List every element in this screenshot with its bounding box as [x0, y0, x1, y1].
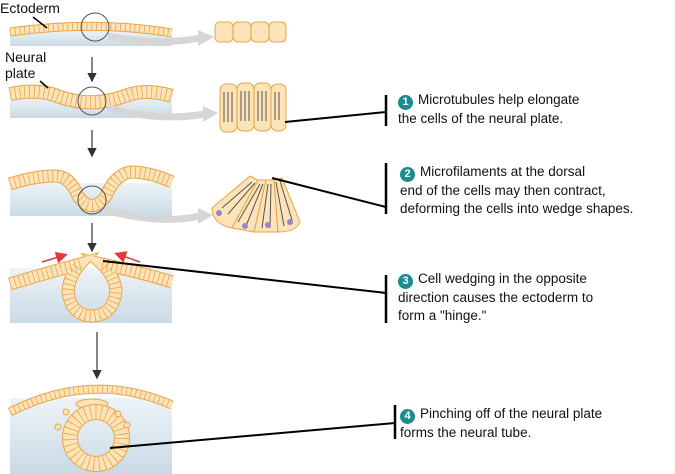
elongated-cells-inset	[219, 82, 287, 133]
red-arrow-icon	[114, 251, 141, 263]
cuboidal-cells-inset	[214, 21, 287, 43]
step-1-text: 1 Microtubules help elongate the cells of…	[398, 91, 579, 128]
stage-2-neural-plate	[8, 80, 287, 133]
step-number-badge: 4	[400, 409, 415, 424]
stage-3-neural-groove	[8, 165, 301, 233]
step-line: direction causes the ectoderm to	[398, 290, 594, 305]
red-arrow-icon	[41, 251, 68, 264]
step-number-badge: 1	[398, 95, 413, 110]
step-number-badge: 2	[400, 167, 415, 182]
stage-5-neural-tube	[7, 384, 174, 474]
step-4-text: 4 Pinching off of the neural plate forms …	[400, 405, 602, 442]
step-number-badge: 3	[398, 274, 413, 289]
stage-1-ectoderm	[9, 12, 287, 46]
step-line: Cell wedging in the opposite	[418, 271, 587, 286]
step-line: forms the neural tube.	[400, 425, 532, 440]
step-line: Microtubules help elongate	[418, 92, 580, 107]
step-3-text: 3 Cell wedging in the opposite direction …	[398, 270, 593, 325]
step-line: form a "hinge."	[398, 308, 487, 323]
callout-lines	[102, 95, 397, 449]
stage-4-hinge	[8, 251, 174, 323]
ectoderm-label: Ectoderm	[0, 0, 60, 16]
step-line: Pinching off of the neural plate	[420, 406, 603, 421]
step-line: the cells of the neural plate.	[398, 111, 564, 126]
step-line: deforming the cells into wedge shapes.	[400, 201, 634, 216]
step-line: Microfilaments at the dorsal	[420, 164, 586, 179]
neural-plate-label: Neural plate	[5, 49, 47, 81]
step-2-text: 2 Microfilaments at the dorsal end of the…	[400, 163, 633, 218]
step-line: end of the cells may then contract,	[400, 183, 606, 198]
wedge-cells-inset	[211, 175, 301, 233]
